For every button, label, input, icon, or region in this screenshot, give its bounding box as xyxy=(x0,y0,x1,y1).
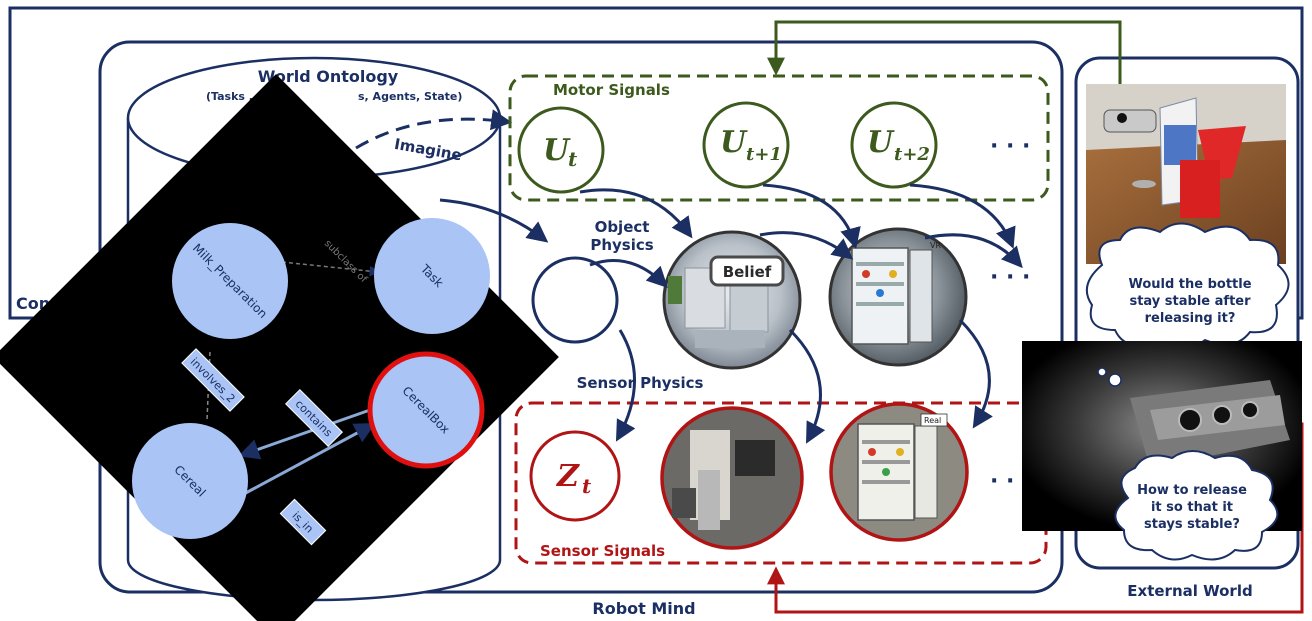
imagine-dashed-arrow xyxy=(355,109,513,150)
thought-1-line-1: Would the bottle xyxy=(1128,277,1251,292)
external-world-label: External World xyxy=(1127,582,1252,600)
physics-arrows xyxy=(579,183,1023,444)
thought-bubble-2 xyxy=(1114,450,1279,561)
thought-2-line-3: stays stable? xyxy=(1144,517,1240,532)
thought-1-line-3: releasing it? xyxy=(1145,311,1236,326)
edge-contains xyxy=(238,408,371,460)
world-ontology-title: World Ontology xyxy=(258,67,399,86)
sensor-image-t2: Real xyxy=(829,402,969,542)
belief-ellipsis: · · · xyxy=(990,265,1030,290)
motor-node-u-t1: U t+1 xyxy=(702,101,790,189)
node-cerealbox xyxy=(367,351,485,469)
belief-node-t xyxy=(531,256,619,344)
motor-signals-label: Motor Signals xyxy=(553,81,670,99)
sensor-physics-label: Sensor Physics xyxy=(577,374,704,392)
svg-text:Z: Z xyxy=(556,459,580,494)
sensor-signals-label: Sensor Signals xyxy=(540,542,665,560)
svg-text:Belief: Belief xyxy=(723,263,772,281)
knowledge-graph-panel xyxy=(0,74,559,621)
svg-text:t: t xyxy=(582,474,592,498)
imagine-solid-arrow xyxy=(439,198,549,243)
belief-image-t1 xyxy=(662,230,802,370)
svg-text:U: U xyxy=(720,125,748,160)
edge-is-in xyxy=(241,423,376,497)
svg-text:U: U xyxy=(543,133,571,168)
motor-node-u-t2: U t+2 xyxy=(850,101,938,189)
sensor-node-z-t: Z t xyxy=(529,430,621,522)
object-physics-label-1: Object xyxy=(595,218,650,236)
robot-mind-label: Robot Mind xyxy=(592,599,695,618)
edge-subclass xyxy=(281,261,381,277)
node-task xyxy=(374,218,490,334)
belief-image-t2: VR xyxy=(828,227,968,367)
sensor-image-t1 xyxy=(660,406,804,550)
context-loop xyxy=(8,6,1304,320)
motor-ellipsis: · · · xyxy=(990,134,1030,159)
object-physics-label-2: Physics xyxy=(590,236,653,254)
edge-involves xyxy=(206,351,211,421)
thought-2-line-2: it so that it xyxy=(1151,500,1233,515)
real-tag: Real xyxy=(924,416,941,425)
thought-2-line-1: How to release xyxy=(1137,483,1247,498)
svg-text:t+1: t+1 xyxy=(746,144,782,165)
sensor-signals-box xyxy=(514,401,1048,565)
belief-badge: Belief xyxy=(709,255,785,287)
vr-tag: VR xyxy=(930,241,941,250)
knowledge-graph: Milk_Preparation Task Cereal CerealBox s… xyxy=(132,218,490,546)
motor-feedback-arrow xyxy=(767,20,1122,118)
thought-1-line-2: stay stable after xyxy=(1129,294,1251,309)
svg-text:U: U xyxy=(867,125,895,160)
motor-signals-box xyxy=(508,74,1050,202)
node-milk-preparation xyxy=(172,223,288,339)
ontology-subtitle-right: s, Agents, State) xyxy=(358,90,462,103)
thought-bubble-1 xyxy=(1085,222,1290,351)
svg-text:t+2: t+2 xyxy=(894,144,930,165)
motor-node-u-t: U t xyxy=(517,106,605,194)
svg-text:t: t xyxy=(568,147,578,171)
node-cereal xyxy=(132,423,248,539)
